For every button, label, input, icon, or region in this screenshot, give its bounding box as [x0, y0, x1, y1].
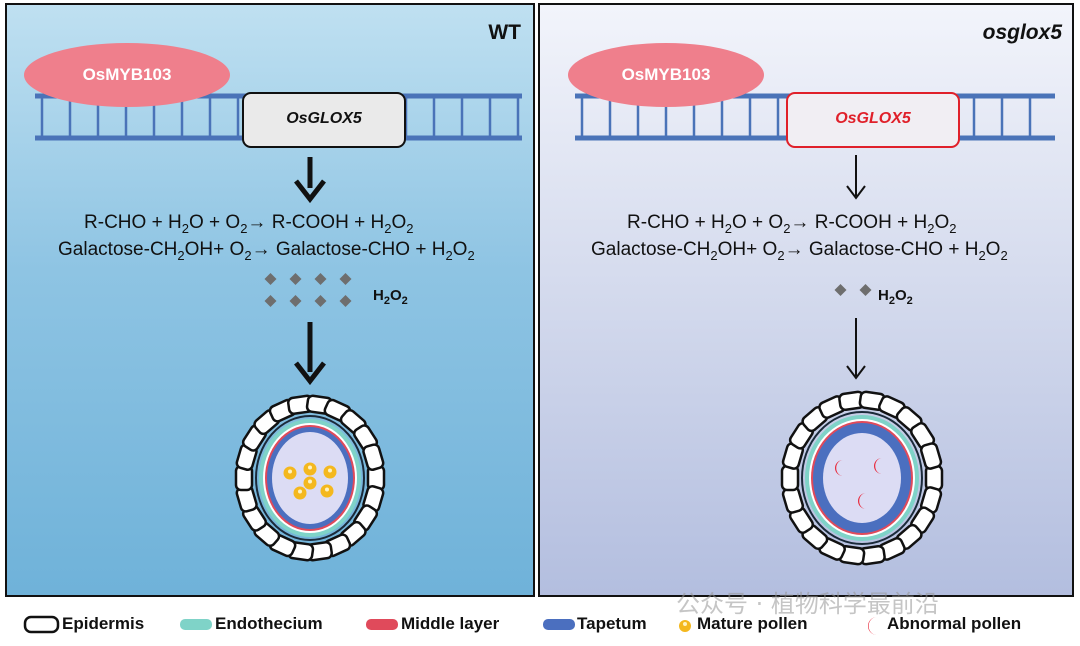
wt-arrow-top [294, 157, 326, 204]
mutant-h2o2-markers [834, 284, 872, 296]
legend-epidermis: Epidermis [62, 614, 145, 633]
wt-gene-box [242, 92, 406, 148]
mutant-arrow-top [846, 155, 866, 200]
endothecium-swatch [180, 619, 212, 630]
wt-tf-label: OsMYB103 [82, 65, 172, 84]
h2o2-marker [859, 284, 872, 296]
abnormal-pollen [858, 493, 866, 509]
anther-outline [255, 415, 365, 541]
h2o2-marker [834, 284, 847, 296]
wt-h2o2-label: H2O2 [373, 287, 408, 307]
mutant-tf-ellipse [568, 43, 764, 107]
locule [823, 433, 901, 523]
wt-reaction-1-text: R-CHO + H2O + O2→ R-COOH + H2O2 [84, 212, 414, 236]
h2o2-marker [339, 295, 352, 307]
wt-title: WT [488, 21, 521, 44]
mutant-gene-box [786, 92, 960, 148]
mature-pollen [303, 476, 317, 490]
mature-pollen [303, 462, 317, 476]
mutant-reaction-1-text: R-CHO + H2O + O2→ R-COOH + H2O2 [627, 212, 957, 236]
mutant-reaction-1: R-CHO + H2O + O2→ R-COOH + H2O2 [627, 212, 956, 236]
epidermis-cell [780, 464, 800, 492]
epidermis-cell [919, 442, 943, 470]
wt-arrow-bottom [294, 322, 326, 386]
middle-layer-swatch [366, 619, 398, 630]
mutant-reaction-2-text: Galactose-CH2OH+ O2→ Galactose-CHO + H2O… [591, 239, 1008, 263]
legend-mature-pollen: Mature pollen [697, 614, 808, 633]
wt-gene-label: OsGLOX5 [286, 110, 362, 127]
mutant-h2o2-label: H2O2 [878, 287, 913, 307]
mature-pollen [283, 466, 297, 480]
wt-h2o2-markers [264, 273, 352, 307]
h2o2-marker [314, 295, 327, 307]
abnormal-pollen [835, 460, 843, 476]
epidermis-cell [924, 464, 944, 492]
mature-pollen [293, 486, 307, 500]
h2o2-marker [264, 295, 277, 307]
mature-pollen [323, 465, 337, 479]
mutant-tf-label: OsMYB103 [621, 65, 711, 84]
h2o2-marker [314, 273, 327, 285]
anther-outline [801, 411, 923, 545]
watermark: 公众号 · 植物科学最前沿 [676, 590, 939, 618]
mutant-title: osglox5 [982, 21, 1062, 44]
legend-abnormal-pollen: Abnormal pollen [887, 614, 1022, 633]
mutant-arrow-bottom [846, 318, 866, 380]
h2o2-marker [264, 273, 277, 285]
epidermis-cell [362, 443, 385, 471]
wt-tf-ellipse [24, 43, 230, 107]
h2o2-marker [339, 273, 352, 285]
mutant-gene-label: OsGLOX5 [835, 110, 911, 127]
tapetum-swatch [543, 619, 575, 630]
epidermis-swatch [23, 615, 60, 634]
legend-endothecium: Endothecium [215, 614, 323, 633]
h2o2-marker [289, 273, 302, 285]
legend: Epidermis Endothecium Middle layer Tapet… [0, 606, 1080, 644]
legend-middle-layer: Middle layer [401, 614, 500, 633]
wt-reaction-2-text: Galactose-CH2OH+ O2→ Galactose-CHO + H2O… [58, 239, 475, 263]
mature-pollen [320, 484, 334, 498]
wt-reaction-1: R-CHO + H2O + O2→ R-COOH + H2O2 [84, 212, 413, 236]
mutant-anther-section [780, 390, 944, 566]
abnormal-pollen [874, 458, 882, 474]
h2o2-marker [289, 295, 302, 307]
legend-icons [23, 615, 877, 635]
mature-pollen-icon [679, 620, 691, 632]
legend-tapetum: Tapetum [577, 614, 647, 633]
mutant-reaction-2: Galactose-CH2OH+ O2→ Galactose-CHO + H2O… [591, 239, 1008, 263]
wt-anther-section [234, 394, 386, 562]
wt-reaction-2: Galactose-CH2OH+ O2→ Galactose-CHO + H2O… [58, 239, 475, 263]
